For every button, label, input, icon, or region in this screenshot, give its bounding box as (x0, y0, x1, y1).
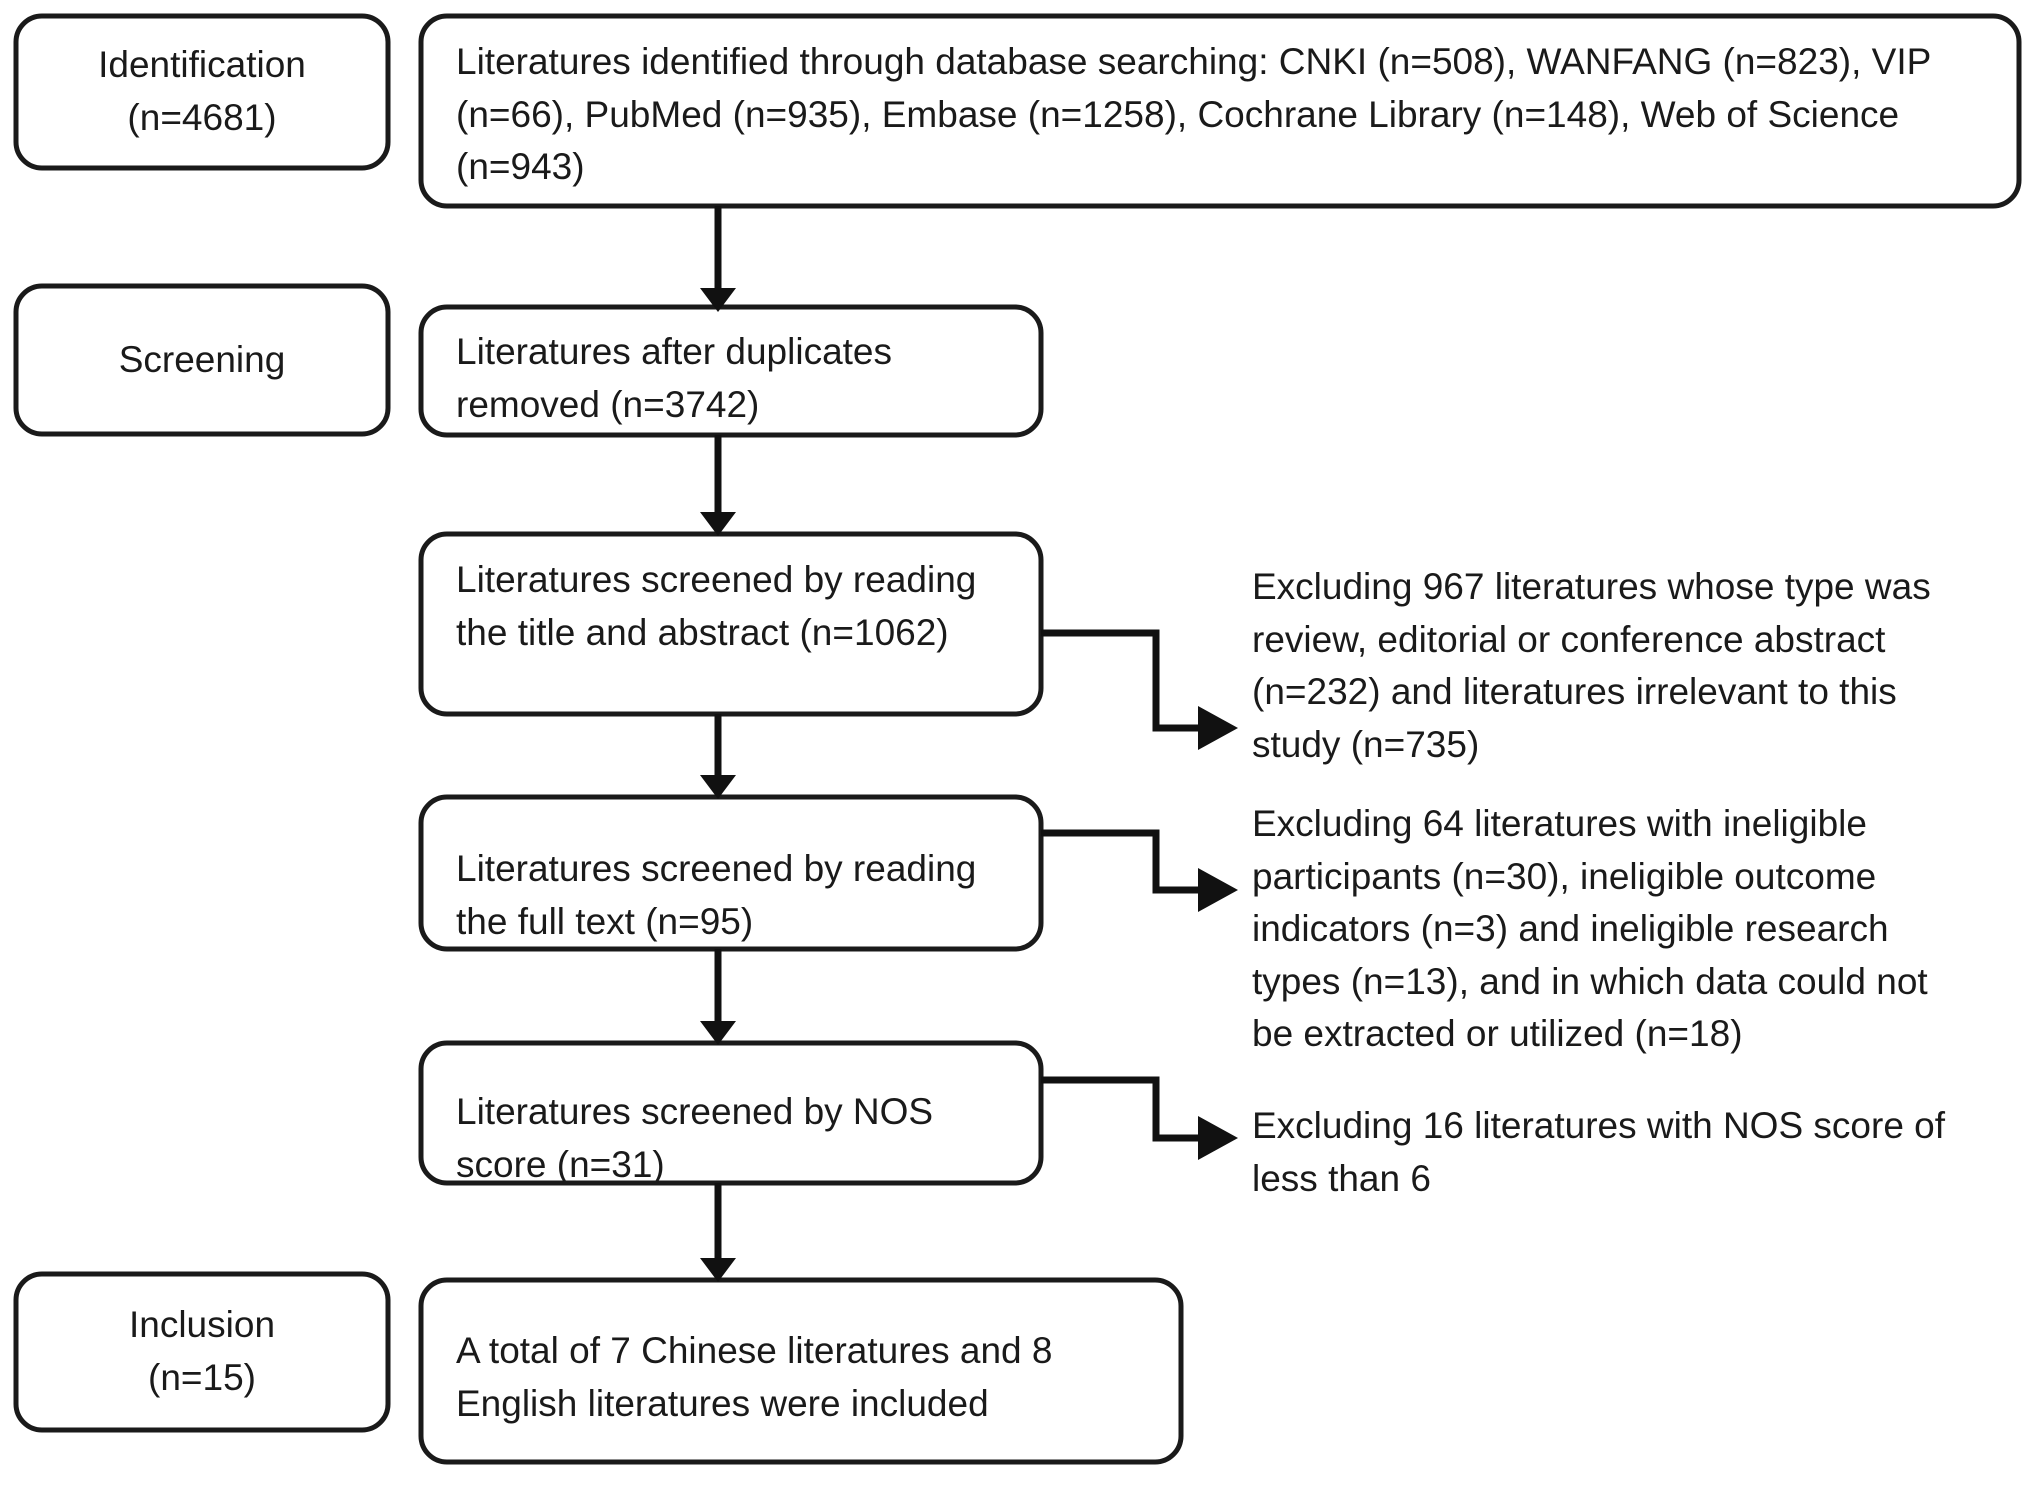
box-text-included-total: A total of 7 Chinese literatures and 8 E… (456, 1330, 1063, 1424)
stage-label-identification: Identification (n=4681) (16, 16, 388, 168)
stage-box-inclusion (13, 1271, 391, 1433)
stage-label-inclusion-count: (n=15) (148, 1357, 256, 1398)
box-text-identified-records: Literatures identified through database … (456, 41, 1941, 188)
connector-exclusion-title-abstract (1041, 629, 1238, 750)
box-text-screened-nos-score: Literatures screened by NOS score (n=31) (456, 1091, 944, 1185)
stage-label-inclusion: Inclusion (n=15) (16, 1274, 388, 1430)
exclusion-note-nos-score: Excluding 16 literatures with NOS score … (1252, 1105, 1956, 1199)
connector-exclusion-nos-score (1041, 1076, 1238, 1160)
connector-title-abstract-to-full-text (700, 714, 736, 799)
connector-identified-to-duplicates (700, 206, 736, 312)
box-text-screened-title-abstract: Literatures screened by reading the titl… (456, 559, 987, 653)
connector-exclusion-full-text (1041, 829, 1238, 912)
box-text-duplicates-removed: Literatures after duplicates removed (n=… (456, 331, 903, 425)
box-text-screened-full-text: Literatures screened by reading the full… (456, 848, 987, 942)
stage-label-identification-title: Identification (98, 44, 306, 86)
box-included-total (418, 1277, 1184, 1465)
stage-label-screening: Screening (16, 286, 388, 434)
box-screened-full-text (418, 794, 1044, 952)
connector-full-text-to-nos-score (700, 949, 736, 1045)
stage-label-inclusion-title: Inclusion (128, 1304, 276, 1346)
stage-box-screening (13, 283, 391, 437)
exclusion-note-full-text: Excluding 64 literatures with ineligible… (1252, 803, 1938, 1055)
box-screened-title-abstract (418, 531, 1044, 717)
stage-label-screening-title: Screening (118, 338, 286, 380)
connector-nos-score-to-included (700, 1183, 736, 1282)
connector-duplicates-to-title-abstract (700, 435, 736, 536)
box-identified-records (418, 13, 2022, 209)
stage-label-identification-count: (n=4681) (127, 97, 277, 138)
box-duplicates-removed (418, 304, 1044, 438)
box-screened-nos-score (418, 1040, 1044, 1186)
exclusion-note-title-abstract: Excluding 967 literatures whose type was… (1252, 566, 1941, 765)
stage-box-identification (13, 13, 391, 171)
